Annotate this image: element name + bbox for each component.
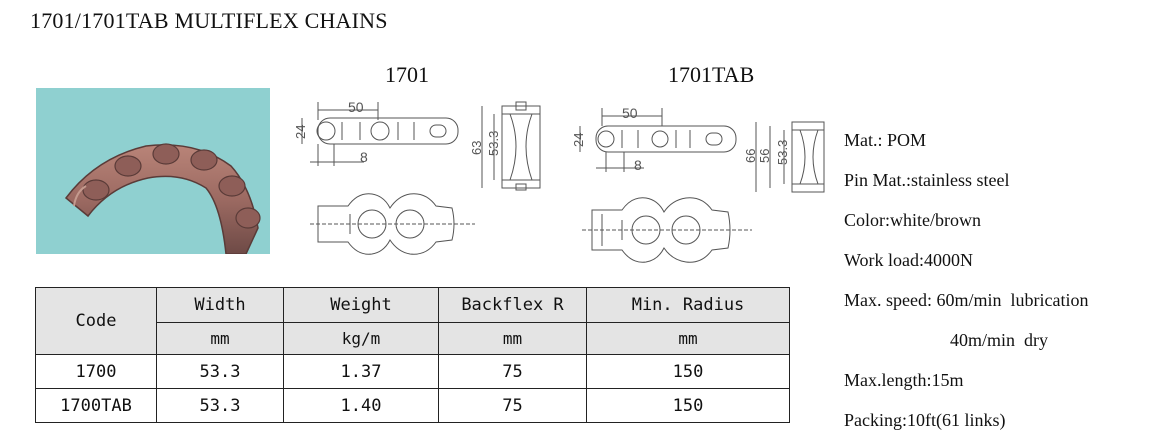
page-title: 1701/1701TAB MULTIFLEX CHAINS <box>30 8 388 33</box>
cell-width: 53.3 <box>156 354 284 389</box>
dim-b-inner: 53.3 <box>486 131 501 156</box>
spec-work-load: Work load:4000N <box>844 250 974 270</box>
dim-d-outer: 66 <box>743 149 758 163</box>
drawing-1701tab-section: 66 56 53.3 <box>743 121 825 193</box>
cell-backflex: 75 <box>438 388 587 423</box>
cell-width: 53.3 <box>156 388 284 423</box>
specs-list: Mat.: POM Pin Mat.:stainless steel Color… <box>844 120 1088 440</box>
header-backflex: Backflex R <box>438 287 587 323</box>
spec-max-speed-dry: 40m/min dry <box>950 330 1048 350</box>
header-width: Width <box>156 287 284 323</box>
dim-d-mid: 56 <box>757 149 772 163</box>
model-1701-label: 1701 <box>385 62 429 87</box>
drawing-1701-top <box>310 193 475 255</box>
cell-backflex: 75 <box>438 354 587 389</box>
cell-min-radius: 150 <box>586 354 790 389</box>
unit-weight: kg/m <box>283 322 439 355</box>
chain-photo <box>36 88 270 255</box>
spec-table: Code Width Weight Backflex R Min. Radius… <box>35 287 790 423</box>
table-row: 1700 53.3 1.37 75 150 <box>35 354 790 389</box>
spec-pin-material: Pin Mat.:stainless steel <box>844 170 1010 190</box>
dim-c-width: 50 <box>622 105 638 121</box>
cell-min-radius: 150 <box>586 388 790 423</box>
dim-a-pitch: 8 <box>360 149 368 165</box>
dim-b-outer: 63 <box>469 141 484 155</box>
unit-width: mm <box>156 322 284 355</box>
chain-image <box>64 143 261 255</box>
cell-weight: 1.37 <box>283 354 439 389</box>
model-1701tab-label: 1701TAB <box>668 62 755 87</box>
header-min-radius: Min. Radius <box>586 287 790 323</box>
spec-material: Mat.: POM <box>844 130 927 150</box>
table-header-row: Code Width Weight Backflex R Min. Radius <box>35 287 790 355</box>
table-unit-row: mm kg/m mm mm <box>36 322 790 355</box>
dim-a-height: 24 <box>293 125 308 139</box>
drawing-1701tab-side: 50 24 8 <box>571 105 737 173</box>
spec-color: Color:white/brown <box>844 210 981 230</box>
header-weight: Weight <box>283 287 439 323</box>
dim-a-width: 50 <box>348 99 364 115</box>
spec-max-speed: Max. speed: 60m/min lubrication <box>844 290 1089 310</box>
drawing-1701-side: 50 24 8 <box>293 99 459 166</box>
cell-weight: 1.40 <box>283 388 439 423</box>
dim-c-pitch: 8 <box>634 157 642 173</box>
cell-code: 1700TAB <box>35 388 157 423</box>
header-code: Code <box>35 287 157 355</box>
dim-d-inner: 53.3 <box>775 140 790 165</box>
spec-max-length: Max.length:15m <box>844 370 964 390</box>
spec-packing: Packing:10ft(61 links) <box>844 410 1006 430</box>
drawing-1701-section: 63 53.3 <box>469 101 541 191</box>
cell-code: 1700 <box>35 354 157 389</box>
drawing-1701tab-top <box>582 197 752 263</box>
table-row: 1700TAB 53.3 1.40 75 150 <box>35 388 790 423</box>
unit-backflex: mm <box>438 322 587 355</box>
unit-min-radius: mm <box>586 322 790 355</box>
dim-c-height: 24 <box>571 133 586 147</box>
